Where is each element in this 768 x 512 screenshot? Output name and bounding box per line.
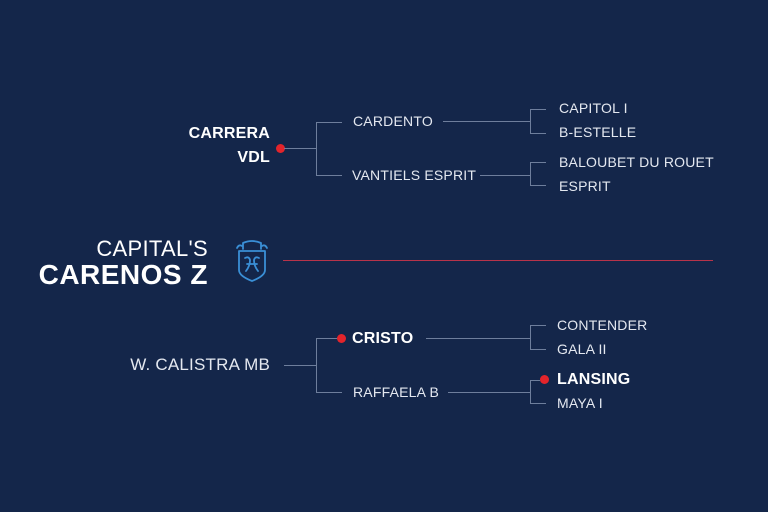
connector (530, 133, 546, 134)
dam-sire-highlight-dot (337, 334, 346, 343)
dam-sire-name: CRISTO (352, 330, 414, 347)
subject-name: CARENOS Z (38, 259, 208, 290)
dam-dam-dam: MAYA I (557, 395, 603, 411)
dam-name: W. CALISTRA MB (130, 355, 270, 374)
connector (530, 109, 546, 110)
connector (530, 162, 546, 163)
dam-dam-name: RAFFAELA B (353, 384, 440, 400)
subject-prefix: CAPITAL'S (96, 236, 208, 261)
sire-dam-name: VANTIELS ESPRIT (352, 167, 477, 183)
subject-divider (283, 260, 713, 261)
connector (316, 338, 317, 393)
sire-sire-dam: B-ESTELLE (559, 124, 637, 140)
dam-sire-sire: CONTENDER (557, 317, 648, 333)
connector (530, 380, 540, 381)
connector (530, 403, 546, 404)
connector (530, 380, 531, 404)
sire-highlight-dot (276, 144, 285, 153)
connector (530, 325, 531, 350)
shield-crest-icon (236, 240, 268, 282)
connector (284, 148, 316, 149)
connector (530, 162, 531, 186)
sire-dam-dam: ESPRIT (559, 178, 611, 194)
sire-sire-name: CARDENTO (353, 113, 433, 129)
sire-sire-sire: CAPITOL I (559, 100, 628, 116)
connector (316, 175, 342, 176)
connector (284, 365, 316, 366)
sire-name-line2: VDL (237, 149, 270, 166)
dam-dam-sire-highlight-dot (540, 375, 549, 384)
sire-name-line1: CARRERA (188, 125, 270, 142)
connector (316, 122, 317, 176)
connector (426, 338, 530, 339)
dam-dam-sire: LANSING (557, 371, 631, 388)
connector (530, 109, 531, 134)
connector (448, 392, 530, 393)
connector (480, 175, 530, 176)
connector (530, 325, 546, 326)
dam-sire-dam: GALA II (557, 341, 607, 357)
connector (316, 122, 342, 123)
connector (316, 392, 342, 393)
connector (316, 338, 338, 339)
connector (530, 185, 546, 186)
connector (530, 349, 546, 350)
sire-dam-sire: BALOUBET DU ROUET (559, 154, 714, 170)
connector (443, 121, 530, 122)
